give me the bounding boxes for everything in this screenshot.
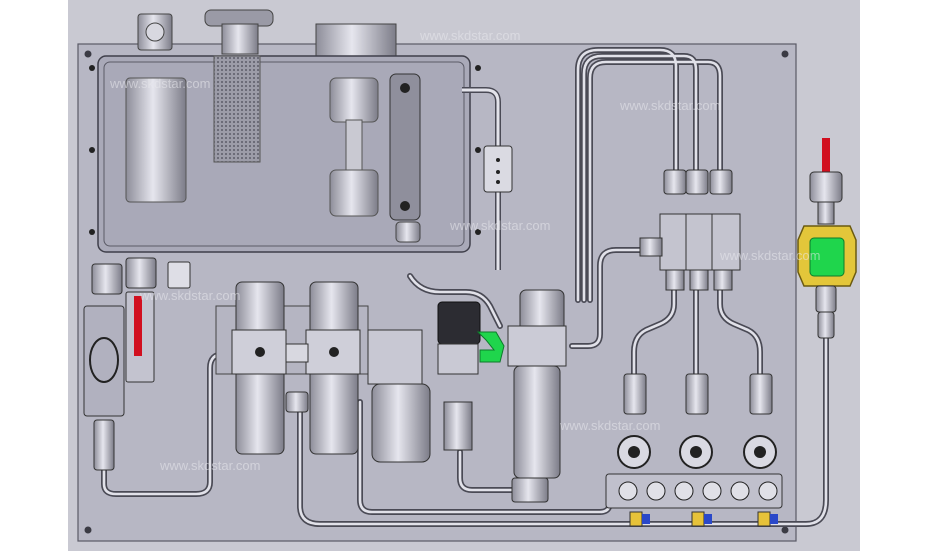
plate-bolt [84,526,92,534]
plate-bolt [84,50,92,58]
filter-drain-fitting [285,391,309,413]
selector-valve-1 [659,213,689,271]
svg-text:www.skdstar.com: www.skdstar.com [139,288,240,303]
regulator-cylinder [513,365,561,479]
svg-text:www.skdstar.com: www.skdstar.com [419,28,520,43]
left-manifold-block [83,305,125,417]
inlet-valve-handle [822,138,830,172]
drain-valve-yellow [691,511,705,527]
svg-text:www.skdstar.com: www.skdstar.com [559,418,660,433]
sample-port-row [617,373,777,469]
solenoid-valve-body [437,343,479,375]
inlet-ball-valve [809,171,843,203]
filler-cap-neck [221,23,259,55]
svg-text:www.skdstar.com: www.skdstar.com [449,218,550,233]
drain-valve-yellow [757,511,771,527]
left-valve-handle [134,296,142,356]
left-manifold-window [89,337,119,383]
tank-filter-element [125,77,187,203]
reservoir-tank-inner-edge [103,61,465,247]
plate-bolt [781,526,789,534]
regulator-body [507,325,567,367]
green-connector [476,331,505,363]
selector-valve-2 [685,213,715,271]
svg-text:www.skdstar.com: www.skdstar.com [159,458,260,473]
float-lower [329,169,379,217]
left-drain-valve [93,419,115,471]
svg-text:www.skdstar.com: www.skdstar.com [109,76,210,91]
tank-strainer-mesh [213,55,261,163]
plate-bolt [781,50,789,58]
level-switch-housing [315,23,397,59]
coalescer-head [367,329,423,385]
drain-valve-yellow [629,511,643,527]
watermark-layer: www.skdstar.com www.skdstar.com www.skds… [109,28,820,473]
inline-check-valve [483,145,513,193]
selector-valve-3 [711,213,741,271]
svg-text:www.skdstar.com: www.skdstar.com [619,98,720,113]
top-port-opening [145,22,165,42]
level-gauge-bar [389,73,421,221]
solenoid-coil [437,301,481,345]
svg-text:www.skdstar.com: www.skdstar.com [719,248,820,263]
sight-glass-indicator [809,237,845,277]
left-inlet-fitting [91,263,123,295]
left-ball-valve-body [125,257,157,289]
regulator-outlet [511,477,549,503]
coalescer-bowl [371,383,431,463]
lower-solenoid-valve [443,401,473,451]
float-upper [329,77,379,123]
float-stem [345,119,363,173]
left-bracket [167,261,191,289]
drain-fitting [395,221,421,243]
